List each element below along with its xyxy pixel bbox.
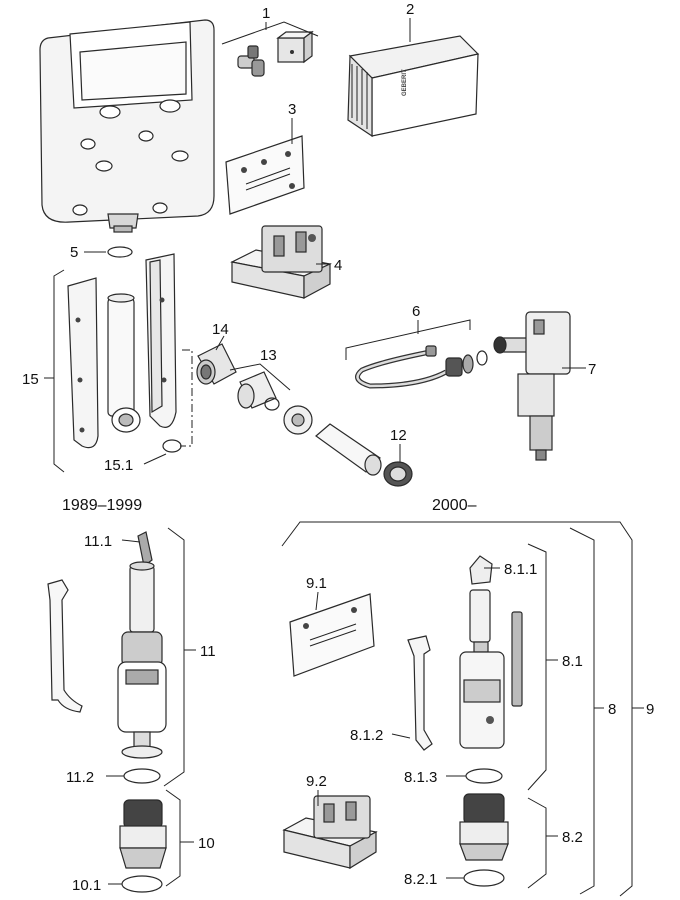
brand-logo: GEBERIT xyxy=(402,69,408,96)
callout-11-2: 11.2 xyxy=(66,769,94,786)
callout-10: 10 xyxy=(198,835,215,852)
callout-8-1-1: 8.1.1 xyxy=(504,561,537,578)
part-4-holder xyxy=(230,225,332,300)
part-11-flush-valve xyxy=(117,531,167,784)
part-9-2-holder xyxy=(282,795,378,870)
callout-6: 6 xyxy=(412,303,420,320)
callout-9-2: 9.2 xyxy=(306,773,327,790)
callout-1: 1 xyxy=(262,5,270,22)
part-13-pipe-connector-set xyxy=(237,371,313,435)
part-15-cover-set xyxy=(67,253,182,453)
callout-15-1: 15.1 xyxy=(104,457,133,474)
cistern-body xyxy=(39,19,215,233)
part-6-hose xyxy=(355,345,488,389)
callout-labels: 1 2 3 4 5 6 7 8 9 10 11 12 13 14 15 15.1… xyxy=(22,1,654,894)
part-5-o-ring xyxy=(107,246,133,258)
part-10-1-seal xyxy=(121,875,163,893)
part-11-2-seal xyxy=(123,768,161,784)
callout-11: 11 xyxy=(200,643,216,660)
part-9-1-mounting-plate xyxy=(289,593,375,677)
leader-lines xyxy=(44,18,644,897)
callout-8-1-2: 8.1.2 xyxy=(350,727,383,744)
callout-7: 7 xyxy=(588,361,596,378)
callout-9-1: 9.1 xyxy=(306,575,327,592)
era-label-new: 2000– xyxy=(432,497,477,514)
callout-8-1-3: 8.1.3 xyxy=(404,769,437,786)
callout-4: 4 xyxy=(334,257,342,274)
callout-10-1: 10.1 xyxy=(72,877,101,894)
part-7-fill-valve xyxy=(493,311,571,461)
callout-8: 8 xyxy=(608,701,616,718)
callout-14: 14 xyxy=(212,321,229,338)
part-12-seal xyxy=(383,461,413,487)
callout-2: 2 xyxy=(406,1,414,18)
part-15-1-seal xyxy=(162,439,182,453)
part-2-flush-plate: GEBERIT xyxy=(347,35,480,138)
callout-5: 5 xyxy=(70,244,78,261)
part-3-mounting-plate xyxy=(225,135,305,215)
era-label-old: 1989–1999 xyxy=(62,497,142,514)
part-8-1-flush-valve xyxy=(407,555,523,784)
callout-11-1: 11.1 xyxy=(84,533,112,550)
part-8-2-1-seal xyxy=(463,869,505,887)
part-8-1-3-seal xyxy=(465,768,503,784)
part-8-2-valve-base xyxy=(459,793,509,887)
flush-pipe xyxy=(315,423,382,476)
part-8-1-2-lever xyxy=(407,635,433,751)
callout-8-2: 8.2 xyxy=(562,829,583,846)
callout-9: 9 xyxy=(646,701,654,718)
callout-12: 12 xyxy=(390,427,407,444)
part-8-1-1-clip xyxy=(469,555,493,585)
callout-8-2-1: 8.2.1 xyxy=(404,871,437,888)
part-1-valve-set xyxy=(237,30,314,77)
callout-13: 13 xyxy=(260,347,277,364)
part-14-connector xyxy=(196,343,237,385)
lever-arm xyxy=(47,579,83,713)
callout-8-1: 8.1 xyxy=(562,653,583,670)
part-10-valve-base xyxy=(119,799,167,893)
callout-3: 3 xyxy=(288,101,296,118)
callout-15: 15 xyxy=(22,371,39,388)
